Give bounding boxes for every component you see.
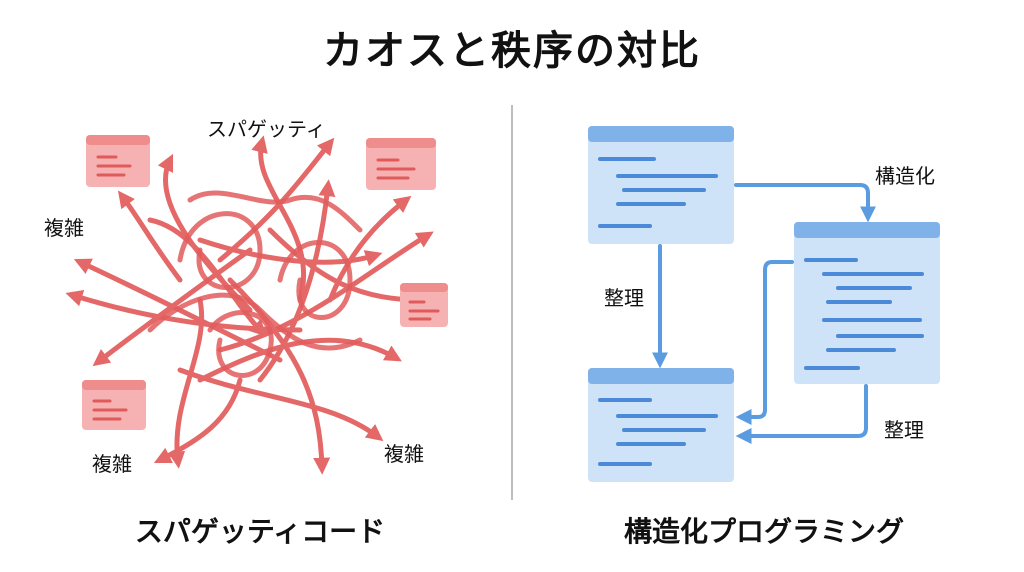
red-code-box xyxy=(86,135,150,187)
blue-code-box-top xyxy=(588,126,734,244)
spaghetti-loops xyxy=(147,190,363,378)
tangled-arrow xyxy=(251,135,307,303)
caption-spaghetti-code: スパゲッティコード xyxy=(134,515,386,548)
red-code-box xyxy=(400,283,448,327)
tangled-arrow xyxy=(197,337,402,383)
page-title: カオスと秩序の対比 xyxy=(323,28,701,74)
arrow-top-to-right xyxy=(734,183,876,223)
tangled-arrow xyxy=(197,237,383,267)
label-organize-left: 整理 xyxy=(604,286,644,310)
arrow-right-to-bottom-upper xyxy=(735,260,794,425)
tangled-arrow xyxy=(147,217,267,337)
blue-code-box-right xyxy=(794,222,940,384)
tangle-loop xyxy=(147,292,363,351)
label-complex-bottom-right: 複雑 xyxy=(384,442,424,466)
tangled-arrow xyxy=(153,377,243,464)
tangled-arrow xyxy=(267,227,427,309)
tangle-loop xyxy=(177,211,263,290)
label-structure: 構造化 xyxy=(875,164,935,188)
label-spaghetti: スパゲッティ xyxy=(207,117,326,141)
tangle-loop xyxy=(187,190,363,233)
blue-code-box-bottom xyxy=(588,368,734,482)
tangled-arrow xyxy=(217,137,335,263)
tangle-loop xyxy=(207,310,274,378)
tangled-arrow xyxy=(257,179,336,383)
label-organize-right: 整理 xyxy=(884,418,924,442)
tangle-loop xyxy=(277,240,353,320)
label-complex-top-left: 複雑 xyxy=(44,216,84,240)
red-code-box xyxy=(82,380,146,430)
label-complex-bottom-left: 複雑 xyxy=(92,452,132,476)
arrow-right-to-bottom-lower xyxy=(735,384,868,444)
tangled-arrow xyxy=(168,297,205,469)
tangled-arrow xyxy=(92,247,253,367)
tangled-arrow xyxy=(177,367,384,442)
tangled-arrow xyxy=(117,190,183,283)
structured-flow-arrows xyxy=(652,183,876,444)
red-code-box xyxy=(366,138,436,190)
caption-structured-programming: 構造化プログラミング xyxy=(623,515,904,548)
